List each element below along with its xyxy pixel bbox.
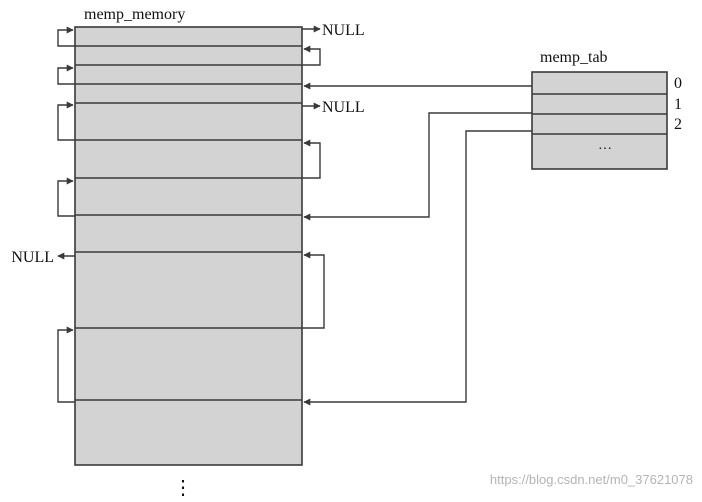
- table-more: ···: [598, 142, 612, 157]
- pool-title: memp_memory: [84, 6, 185, 23]
- memp-memory-pool: [74, 26, 303, 466]
- table-index-0: 0: [674, 75, 682, 92]
- table-index-1: 1: [674, 96, 682, 113]
- free-link-left: [57, 26, 75, 47]
- free-link-left: [57, 177, 75, 217]
- memp-tab-block: [531, 71, 668, 170]
- null-label-mid: NULL: [322, 99, 365, 116]
- tab-pointer-1: [303, 112, 532, 221]
- table-index-2: 2: [674, 116, 682, 133]
- memp-memory-block: [74, 26, 303, 466]
- table-title: memp_tab: [540, 49, 608, 66]
- watermark-text: https://blog.csdn.net/m0_37621078: [490, 472, 693, 487]
- free-link-right: [302, 45, 321, 66]
- null-label-left: NULL: [11, 249, 54, 266]
- free-link-left: [57, 64, 75, 85]
- free-link-right: [302, 251, 325, 329]
- free-link-left: [57, 326, 75, 403]
- pool-continuation: ⋮: [173, 477, 193, 499]
- free-link-right: [302, 139, 321, 179]
- free-link-left: [57, 101, 75, 141]
- tab-pointer-2: [303, 130, 532, 406]
- null-label-top: NULL: [322, 22, 365, 39]
- memp-tab-table: [531, 71, 668, 170]
